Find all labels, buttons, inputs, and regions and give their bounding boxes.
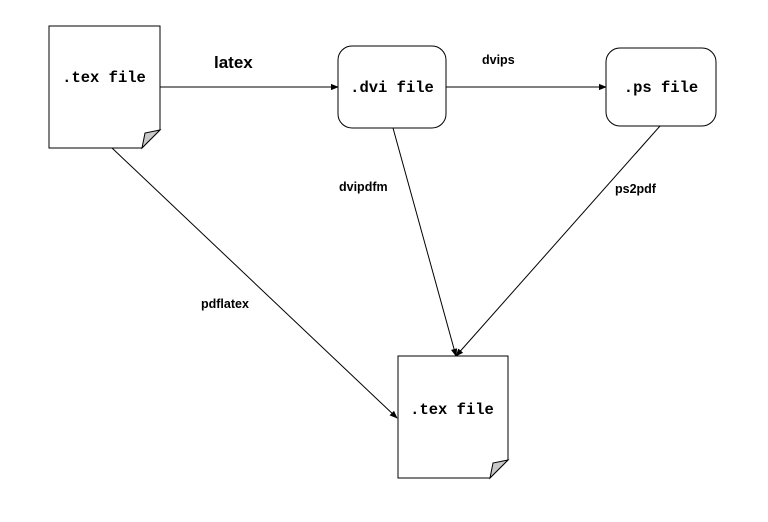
edge-dvipdfm: dvipdfm — [339, 127, 458, 357]
node-label-ps: .ps file — [624, 79, 698, 97]
edge-label-pdflatex: pdflatex — [201, 297, 249, 311]
node-tex-output: .tex file — [397, 355, 510, 480]
node-dvi: .dvi file — [337, 45, 447, 129]
edge-label-ps2pdf: ps2pdf — [615, 182, 657, 196]
edge-pdflatex: pdflatex — [111, 147, 398, 419]
page-fold-icon — [141, 129, 162, 150]
edge-ps2pdf: ps2pdf — [455, 125, 661, 357]
node-tex-source: .tex file — [48, 25, 162, 150]
edge-label-latex: latex — [214, 53, 253, 72]
page-fold-icon — [489, 459, 510, 480]
node-label-tex-output: .tex file — [410, 401, 494, 419]
edge-dvips: dvips — [446, 53, 607, 91]
edge-label-dvips: dvips — [482, 53, 515, 67]
node-ps: .ps file — [605, 47, 717, 127]
node-label-dvi: .dvi file — [350, 79, 434, 97]
edge-latex: latex — [160, 53, 339, 91]
node-label-tex-source: .tex file — [62, 69, 146, 87]
edge-label-dvipdfm: dvipdfm — [339, 180, 388, 194]
